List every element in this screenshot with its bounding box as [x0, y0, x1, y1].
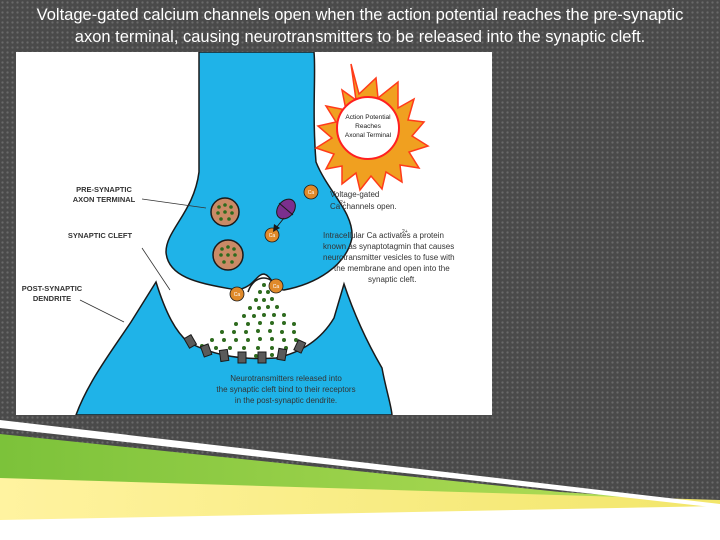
- burst-text-2: Reaches: [355, 123, 381, 130]
- channel-note-1: Voltage-gated: [330, 190, 379, 199]
- postsynaptic-pointer: [79, 299, 125, 323]
- postsynaptic-label-1: POST-SYNAPTIC: [22, 284, 83, 293]
- action-potential-burst: Action Potential Reaches Axonal Terminal: [314, 63, 430, 192]
- svg-text:Ca: Ca: [308, 190, 315, 196]
- synaptic-vesicle: [212, 239, 244, 271]
- cleft-label: SYNAPTIC CLEFT: [68, 231, 133, 240]
- svg-text:Ca: Ca: [234, 292, 241, 298]
- neurotransmitters: [200, 283, 302, 358]
- channel-note-2: Ca channels open.: [330, 202, 397, 211]
- presynaptic-label-2: AXON TERMINAL: [73, 195, 136, 204]
- release-note-1: Neurotransmitters released into: [230, 374, 342, 383]
- burst-text-3: Axonal Terminal: [345, 132, 392, 139]
- presynaptic-label-1: PRE-SYNAPTIC: [76, 185, 132, 194]
- ion-entry-arrow: [273, 217, 285, 232]
- synapse-diagram: Ca Ca Ca Ca Action Potential Reaches Axo…: [16, 52, 492, 415]
- decorative-bottom-band: [0, 420, 720, 540]
- presynaptic-pointer: [141, 198, 207, 209]
- synaptic-vesicle: [210, 197, 240, 227]
- cleft-pointer: [141, 247, 171, 291]
- protein-note-4: the membrane and open into the: [334, 264, 450, 273]
- calcium-channel: [276, 198, 296, 220]
- burst-text-1: Action Potential: [345, 114, 391, 121]
- channel-note-superscript: 2+: [340, 200, 346, 206]
- postsynaptic-dendrite: [75, 280, 393, 415]
- release-note-2: the synaptic cleft bind to their recepto…: [216, 385, 355, 394]
- caption-line-2: axon terminal, causing neurotransmitters…: [74, 28, 646, 46]
- release-note-3: in the post-synaptic dendrite.: [235, 396, 337, 405]
- calcium-ion: Ca: [229, 286, 245, 302]
- calcium-ion: Ca: [268, 278, 284, 294]
- protein-note-1: Intracellular Ca activates a protein: [323, 231, 444, 240]
- protein-note-superscript: 2+: [402, 229, 408, 235]
- calcium-ion: Ca: [303, 184, 319, 200]
- protein-note-2: known as synaptotagmin that causes: [323, 242, 454, 251]
- receptors: [183, 333, 307, 364]
- svg-text:Ca: Ca: [269, 233, 276, 239]
- protein-note-5: synaptic cleft.: [368, 275, 416, 284]
- caption-line-1: Voltage-gated calcium channels open when…: [36, 6, 684, 24]
- postsynaptic-label-2: DENDRITE: [33, 294, 71, 303]
- calcium-ion: Ca: [264, 227, 280, 243]
- slide-caption: Voltage-gated calcium channels open when…: [0, 4, 720, 48]
- svg-text:Ca: Ca: [273, 284, 280, 290]
- protein-note-3: neurotransmitter vesicles to fuse with: [323, 253, 455, 262]
